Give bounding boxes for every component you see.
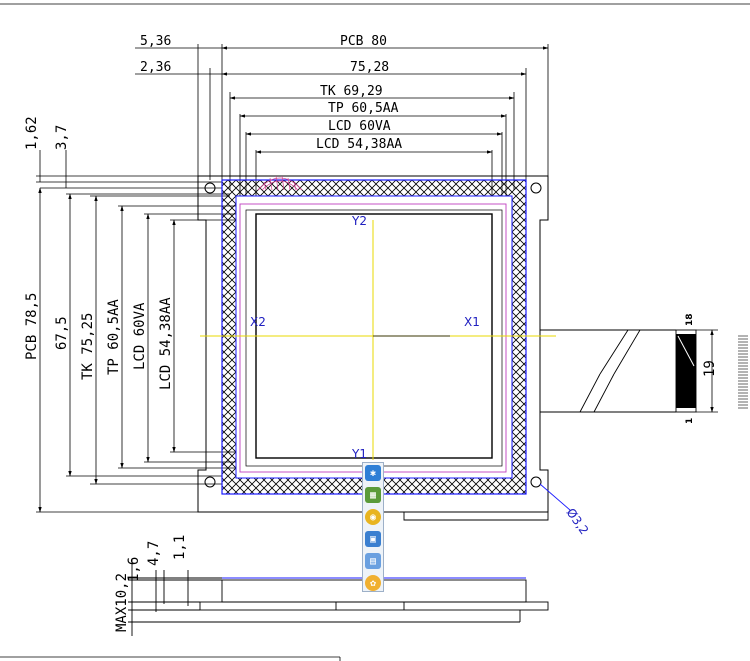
dim-lcd-va-height: LCD 60VA bbox=[132, 302, 148, 370]
dim-left-offset-2: 2,36 bbox=[140, 60, 171, 75]
dim-lcd-aa-width: LCD 54,38AA bbox=[316, 137, 402, 152]
fpc-contacts bbox=[676, 334, 696, 408]
dim-left-offset-1: 5,36 bbox=[140, 34, 171, 49]
fpc-tail bbox=[540, 329, 697, 413]
globe-icon[interactable]: ◉ bbox=[365, 509, 381, 525]
connector-fan bbox=[257, 175, 303, 191]
dim-pcb-width: PCB 80 bbox=[340, 34, 387, 49]
touch-panel-outline bbox=[235, 195, 513, 479]
dim-height-1: 67,5 bbox=[54, 316, 70, 350]
panel-icon[interactable]: ▤ bbox=[365, 553, 381, 569]
dim-lcd-va-width: LCD 60VA bbox=[328, 119, 391, 134]
dim-tk-height: TK 75,25 bbox=[80, 313, 96, 380]
fpc-pin-bottom-label: 1 bbox=[685, 418, 695, 424]
fpc-width-label: 19 bbox=[702, 360, 718, 377]
axis-label-y1: Y1 bbox=[351, 447, 367, 461]
side-dim-1: 1,6 bbox=[126, 557, 142, 582]
dim-lcd-aa-height: LCD 54,38AA bbox=[158, 297, 174, 390]
pin-ticks bbox=[738, 335, 748, 409]
axis-label-x1: X1 bbox=[464, 315, 480, 329]
dim-width-1: 75,28 bbox=[350, 60, 389, 75]
axis-label-y2: Y2 bbox=[351, 214, 367, 228]
dim-top-offset-1: 1,62 bbox=[24, 116, 40, 150]
window-icon[interactable]: ▣ bbox=[365, 531, 381, 547]
left-dimensions bbox=[36, 150, 256, 513]
fpc-pin-top-label: 18 bbox=[685, 313, 695, 326]
dim-pcb-height: PCB 78,5 bbox=[24, 293, 40, 360]
axis-label-x2: X2 bbox=[250, 315, 266, 329]
side-max-height: MAX10,2 bbox=[114, 573, 130, 632]
palette-icon[interactable]: ✿ bbox=[365, 575, 381, 591]
dim-top-offset-2: 3,7 bbox=[54, 125, 70, 150]
hole-diameter-label: Ø3,2 bbox=[564, 506, 592, 537]
dim-tp-width: TP 60,5AA bbox=[328, 101, 399, 116]
side-dim-2: 4,7 bbox=[146, 541, 162, 566]
floating-toolbar: ✱ ▦ ◉ ▣ ▤ ✿ bbox=[362, 462, 384, 592]
image-icon[interactable]: ▦ bbox=[365, 487, 381, 503]
dim-tp-height: TP 60,5AA bbox=[106, 299, 122, 375]
pin-icon[interactable]: ✱ bbox=[365, 465, 381, 481]
dim-tk-width: TK 69,29 bbox=[320, 84, 383, 99]
side-view bbox=[128, 560, 549, 636]
side-dim-3: 1,1 bbox=[172, 535, 188, 560]
